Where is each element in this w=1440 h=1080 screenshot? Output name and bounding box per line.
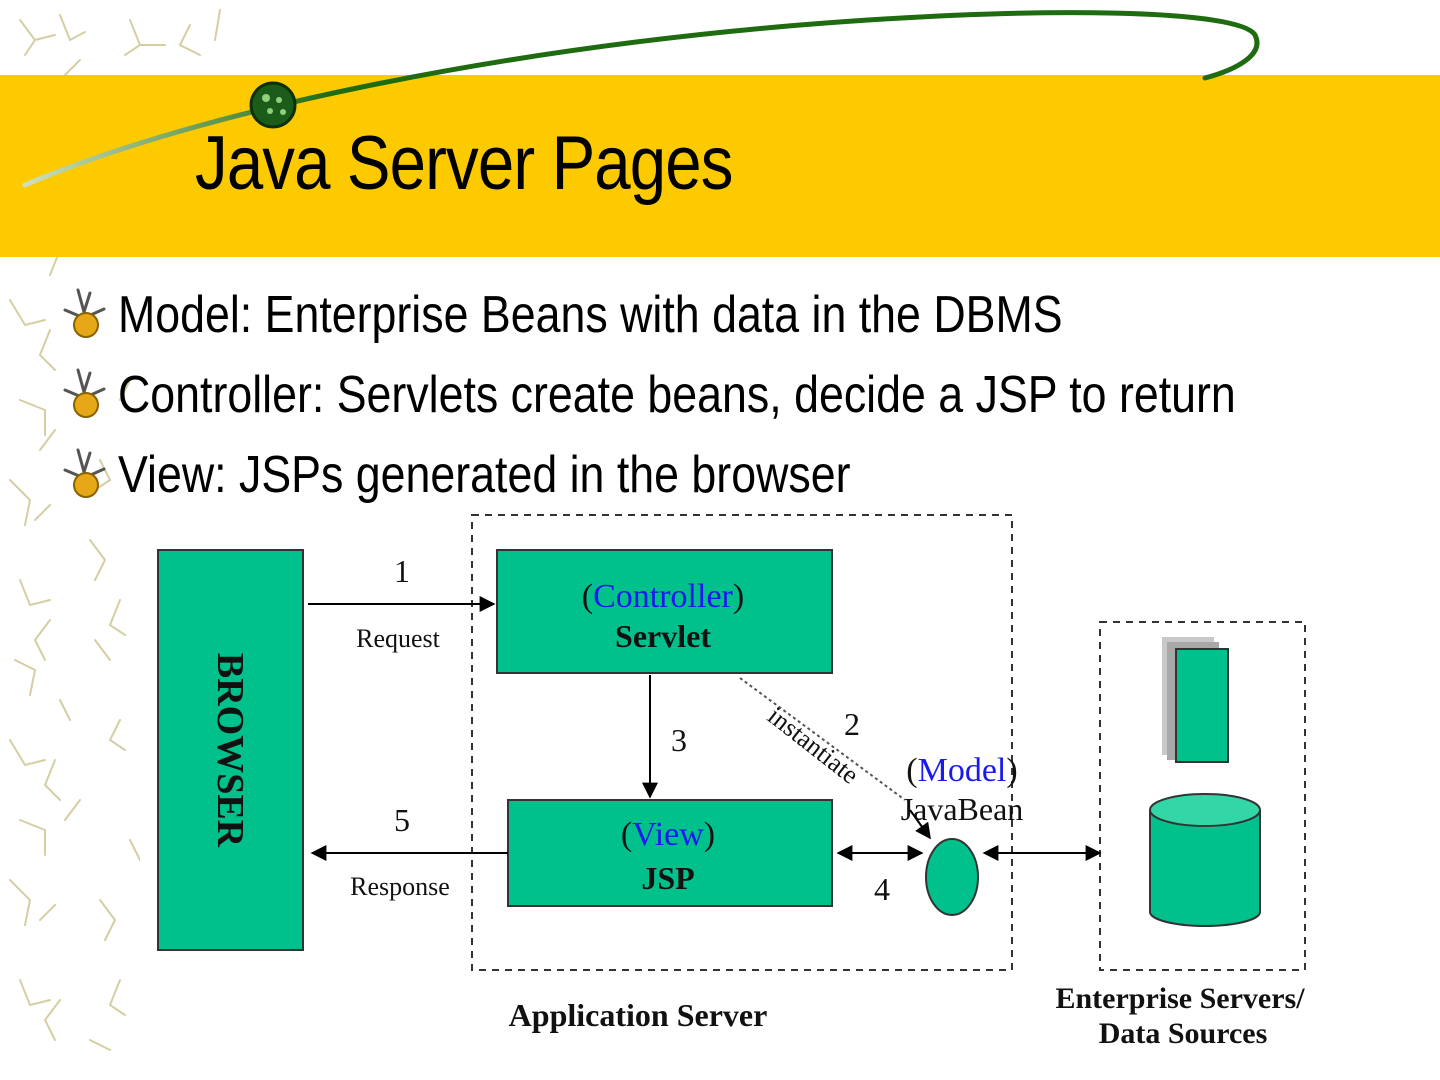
bullet-text: View: JSPs generated in the browser — [118, 446, 851, 504]
step4-number: 4 — [874, 871, 890, 907]
view-jsp-box — [507, 799, 833, 907]
response-label: Response — [350, 872, 450, 901]
jsp-label: JSP — [641, 860, 694, 896]
servlet-label: Servlet — [615, 618, 711, 654]
bullet-item-controller: Controller: Servlets create beans, decid… — [60, 355, 1418, 435]
browser-box — [157, 549, 304, 951]
step1-number: 1 — [394, 553, 410, 589]
controller-servlet-box — [496, 549, 833, 674]
stick-figure-bullet-icon — [63, 368, 106, 418]
title-swoosh — [22, 10, 1260, 188]
javabean-label: JavaBean — [901, 791, 1024, 827]
mvc-diagram: Application Server Enterprise Servers/ D… — [140, 505, 1400, 1070]
bullet-text: Model: Enterprise Beans with data in the… — [118, 286, 1063, 344]
model-role-label: (Model) — [906, 752, 1017, 789]
javabean-ellipse — [925, 838, 979, 916]
browser-label: BROWSER — [209, 653, 251, 848]
request-label: Request — [356, 624, 441, 653]
database-cylinder-icon — [1149, 793, 1261, 927]
stick-figure-bullet-icon — [63, 448, 106, 498]
bullet-list: Model: Enterprise Beans with data in the… — [60, 275, 1418, 515]
step3-number: 3 — [671, 722, 687, 758]
view-role-label: (View) — [621, 816, 715, 853]
enterprise-label-line1: Enterprise Servers/ — [1055, 982, 1305, 1015]
slide-title: Java Server Pages — [195, 121, 733, 206]
bullet-item-view: View: JSPs generated in the browser — [60, 435, 1418, 515]
title-band — [0, 75, 1440, 257]
step5-number: 5 — [394, 802, 410, 838]
server-stack-icon — [1162, 637, 1229, 763]
enterprise-servers-frame — [1099, 621, 1306, 971]
enterprise-label-line2: Data Sources — [1099, 1017, 1268, 1050]
application-server-label: Application Server — [509, 997, 768, 1033]
bullet-item-model: Model: Enterprise Beans with data in the… — [60, 275, 1418, 355]
application-server-frame — [471, 514, 1013, 971]
stick-figure-bullet-icon — [63, 288, 106, 338]
controller-role-label: (Controller) — [582, 578, 744, 615]
step2-number: 2 — [844, 706, 860, 742]
bullet-text: Controller: Servlets create beans, decid… — [118, 366, 1236, 424]
title-dot-icon — [249, 81, 297, 129]
